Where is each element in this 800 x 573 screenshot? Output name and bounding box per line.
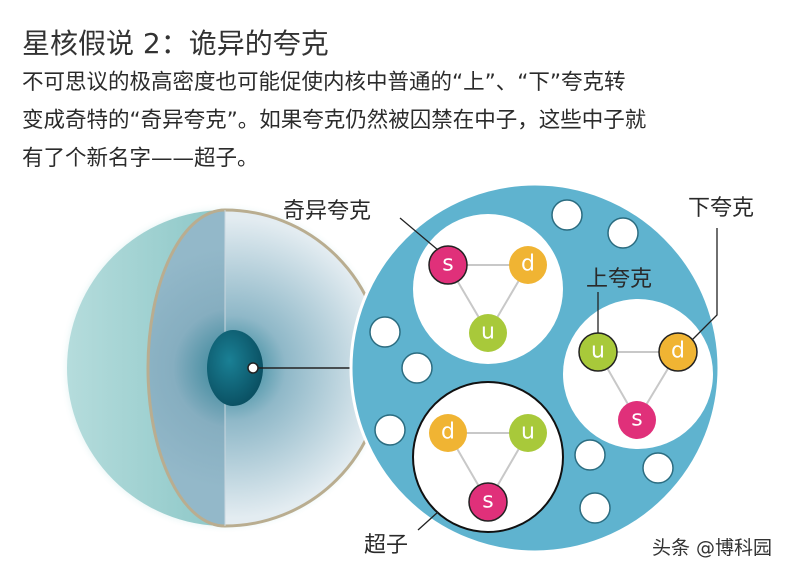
down-quark (658, 332, 698, 372)
quark-label: d (441, 420, 455, 445)
quark-label: u (481, 320, 495, 345)
quark-label: s (631, 407, 642, 432)
quark-label: s (482, 489, 493, 514)
label-strange-quark: 奇异夸克 (283, 199, 372, 224)
strange-quark (428, 245, 468, 285)
neutron (369, 316, 401, 348)
label-down-quark: 下夸克 (688, 196, 755, 221)
label-hyperon: 超子 (364, 533, 409, 558)
neutron (579, 492, 611, 524)
up-quark (509, 414, 547, 452)
quark-label: u (591, 339, 605, 364)
neutron (574, 439, 606, 471)
inner-core (207, 330, 263, 406)
neutron (551, 199, 583, 231)
paragraph-line: 变成奇特的“奇异夸克”。如果夸克仍然被囚禁在中子，这些中子就 (22, 108, 647, 133)
quark-label: d (671, 339, 685, 364)
neutron (642, 452, 674, 484)
core-point (247, 362, 259, 374)
down-quark (509, 246, 547, 284)
hyperon-leader (417, 511, 439, 531)
up-quark (469, 314, 507, 352)
watermark: 头条 @博科园 (652, 537, 773, 559)
neutrons (369, 199, 674, 524)
core-zoom: s d u u d s d u s (349, 182, 721, 554)
neutron (607, 217, 639, 249)
down-quark (429, 414, 467, 452)
description-paragraph: 不可思议的极高密度也可能促使内核中普通的“上”、“下”夸克转 变成奇特的“奇异夸… (22, 64, 792, 178)
down-leader (691, 228, 718, 341)
paragraph-line: 有了个新名字——超子。 (22, 146, 259, 171)
neutron (401, 352, 433, 384)
hyperon-bottom: d u s (412, 381, 564, 533)
hyperon-right: u d s (563, 299, 713, 449)
strange-quark (618, 401, 656, 439)
page-title: 星核假说 2：诡异的夸克 (22, 27, 329, 60)
quark-label: u (521, 420, 535, 445)
cut-face-left (148, 210, 225, 526)
paragraph-line: 不可思议的极高密度也可能促使内核中普通的“上”、“下”夸克转 (22, 70, 626, 95)
star-sphere (59, 202, 391, 534)
label-up-quark: 上夸克 (586, 267, 653, 292)
quark-label: s (442, 252, 453, 277)
hyperon-top: s d u (413, 214, 563, 364)
leader-lines (399, 217, 718, 531)
quark-label: d (521, 252, 535, 277)
strange-quark (468, 482, 508, 522)
neutron (374, 414, 406, 446)
strange-leader (399, 217, 439, 251)
crust-edge (146, 208, 226, 528)
